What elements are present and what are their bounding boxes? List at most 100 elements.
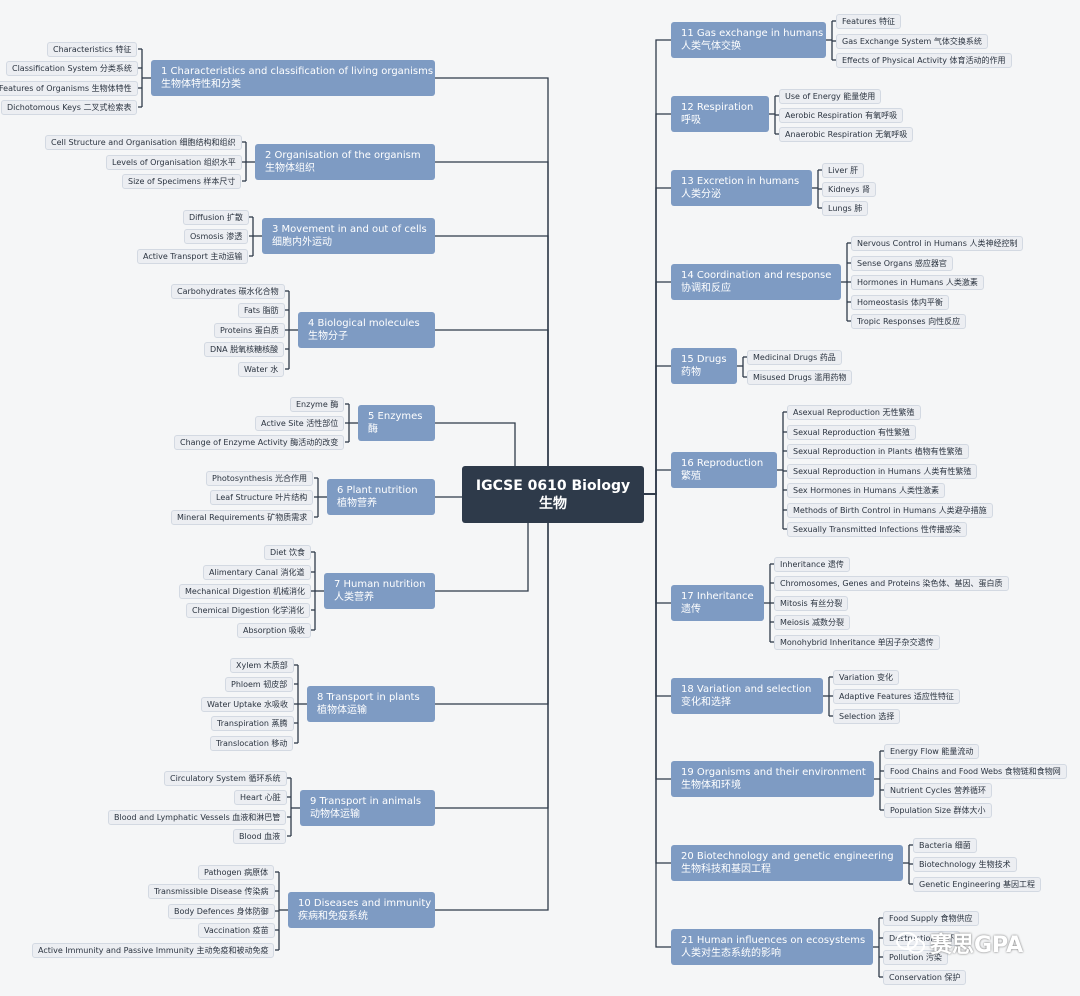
leaf-node[interactable]: Osmosis 渗透 bbox=[184, 228, 249, 244]
leaf-node[interactable]: Methods of Birth Control in Humans 人类避孕措… bbox=[787, 502, 993, 518]
leaf-node[interactable]: Sexual Reproduction 有性繁殖 bbox=[787, 424, 916, 440]
leaf-node[interactable]: Liver 肝 bbox=[822, 162, 865, 178]
leaf-node[interactable]: Photosynthesis 光合作用 bbox=[206, 470, 314, 486]
leaf-node[interactable]: Vaccination 疫苗 bbox=[198, 922, 275, 938]
leaf-node[interactable]: Blood and Lymphatic Vessels 血液和淋巴管 bbox=[108, 809, 287, 825]
leaf-node[interactable]: Effects of Physical Activity 体育活动的作用 bbox=[836, 52, 1012, 68]
leaf-node[interactable]: Adaptive Features 适应性特征 bbox=[833, 688, 960, 704]
leaf-node[interactable]: Sexual Reproduction in Humans 人类有性繁殖 bbox=[787, 463, 978, 479]
leaf-node[interactable]: Mitosis 有丝分裂 bbox=[774, 595, 849, 611]
leaf-node[interactable]: Energy Flow 能量流动 bbox=[884, 743, 980, 759]
leaf-node[interactable]: Genetic Engineering 基因工程 bbox=[913, 876, 1041, 892]
leaf-node[interactable]: Sex Hormones in Humans 人类性激素 bbox=[787, 482, 945, 498]
leaf-node[interactable]: Bacteria 细菌 bbox=[913, 837, 977, 853]
leaf-node[interactable]: Body Defences 身体防御 bbox=[168, 903, 275, 919]
leaf-node[interactable]: Sense Organs 感应器官 bbox=[851, 255, 953, 271]
leaf-node[interactable]: Meiosis 减数分裂 bbox=[774, 614, 851, 630]
leaf-node[interactable]: Translocation 移动 bbox=[210, 735, 294, 751]
leaf-node[interactable]: Monohybrid Inheritance 单因子杂交遗传 bbox=[774, 634, 940, 650]
leaf-node[interactable]: Conservation 保护 bbox=[883, 969, 967, 985]
leaf-node[interactable]: Enzyme 酶 bbox=[290, 396, 345, 412]
leaf-node[interactable]: Transpiration 蒸腾 bbox=[211, 715, 294, 731]
leaf-node[interactable]: Mineral Requirements 矿物质需求 bbox=[171, 509, 314, 525]
leaf-node[interactable]: Sexual Reproduction in Plants 植物有性繁殖 bbox=[787, 443, 969, 459]
leaf-node[interactable]: Biotechnology 生物技术 bbox=[913, 856, 1017, 872]
leaf-node[interactable]: Misused Drugs 滥用药物 bbox=[747, 369, 853, 385]
leaf-node[interactable]: Leaf Structure 叶片结构 bbox=[210, 489, 314, 505]
leaf-node[interactable]: Blood 血液 bbox=[233, 828, 287, 844]
leaf-node[interactable]: Use of Energy 能量使用 bbox=[779, 88, 882, 104]
leaf-node[interactable]: Cell Structure and Organisation 细胞结构和组织 bbox=[45, 134, 242, 150]
topic-node[interactable]: 1 Characteristics and classification of … bbox=[151, 60, 435, 96]
leaf-node[interactable]: Inheritance 遗传 bbox=[774, 556, 850, 572]
leaf-node[interactable]: Food Chains and Food Webs 食物链和食物网 bbox=[884, 763, 1067, 779]
root-node[interactable]: IGCSE 0610 Biology 生物 bbox=[462, 466, 644, 523]
leaf-node[interactable]: Pathogen 病原体 bbox=[198, 864, 275, 880]
leaf-node[interactable]: Proteins 蛋白质 bbox=[214, 322, 285, 338]
leaf-node[interactable]: Chemical Digestion 化学消化 bbox=[186, 602, 311, 618]
leaf-node[interactable]: Diffusion 扩散 bbox=[183, 209, 249, 225]
leaf-node[interactable]: Lungs 肺 bbox=[822, 200, 869, 216]
topic-node[interactable]: 20 Biotechnology and genetic engineering… bbox=[671, 845, 903, 881]
leaf-node[interactable]: Hormones in Humans 人类激素 bbox=[851, 274, 984, 290]
leaf-node[interactable]: Absorption 吸收 bbox=[237, 622, 311, 638]
leaf-node[interactable]: Change of Enzyme Activity 酶活动的改变 bbox=[174, 434, 345, 450]
leaf-node[interactable]: Tropic Responses 向性反应 bbox=[851, 313, 967, 329]
leaf-node[interactable]: Alimentary Canal 消化道 bbox=[203, 564, 311, 580]
leaf-node[interactable]: Aerobic Respiration 有氧呼吸 bbox=[779, 107, 904, 123]
leaf-node[interactable]: Xylem 木质部 bbox=[230, 657, 294, 673]
leaf-node[interactable]: Phloem 韧皮部 bbox=[225, 676, 294, 692]
leaf-node[interactable]: Water Uptake 水吸收 bbox=[201, 696, 294, 712]
leaf-node[interactable]: Levels of Organisation 组织水平 bbox=[106, 154, 242, 170]
leaf-node[interactable]: DNA 脱氧核糖核酸 bbox=[204, 341, 285, 357]
leaf-node[interactable]: Sexually Transmitted Infections 性传播感染 bbox=[787, 521, 967, 537]
leaf-node[interactable]: Chromosomes, Genes and Proteins 染色体、基因、蛋… bbox=[774, 575, 1009, 591]
leaf-node[interactable]: Features of Organisms 生物体特性 bbox=[0, 80, 138, 96]
leaf-node[interactable]: Water 水 bbox=[238, 361, 285, 377]
leaf-node[interactable]: Dichotomous Keys 二叉式检索表 bbox=[1, 99, 138, 115]
leaf-node[interactable]: Population Size 群体大小 bbox=[884, 802, 992, 818]
leaf-node[interactable]: Active Site 活性部位 bbox=[255, 415, 345, 431]
leaf-node[interactable]: Medicinal Drugs 药品 bbox=[747, 349, 842, 365]
leaf-node[interactable]: Active Immunity and Passive Immunity 主动免… bbox=[32, 942, 275, 958]
leaf-node[interactable]: Heart 心脏 bbox=[234, 789, 287, 805]
leaf-node[interactable]: Circulatory System 循环系统 bbox=[164, 770, 287, 786]
leaf-node[interactable]: Gas Exchange System 气体交换系统 bbox=[836, 33, 988, 49]
leaf-node[interactable]: Asexual Reproduction 无性繁殖 bbox=[787, 404, 921, 420]
leaf-node[interactable]: Active Transport 主动运输 bbox=[137, 248, 249, 264]
leaf-node[interactable]: Transmissible Disease 传染病 bbox=[148, 883, 275, 899]
leaf-node[interactable]: Classification System 分类系统 bbox=[6, 60, 138, 76]
leaf-node[interactable]: Diet 饮食 bbox=[264, 544, 311, 560]
leaf-node[interactable]: Nutrient Cycles 营养循环 bbox=[884, 782, 992, 798]
leaf-node[interactable]: Nervous Control in Humans 人类神经控制 bbox=[851, 235, 1024, 251]
leaf-node[interactable]: Variation 变化 bbox=[833, 669, 900, 685]
leaf-node[interactable]: Kidneys 肾 bbox=[822, 181, 876, 197]
leaf-node[interactable]: Size of Specimens 样本尺寸 bbox=[122, 173, 242, 189]
leaf-node[interactable]: Food Supply 食物供应 bbox=[883, 910, 979, 926]
leaf-node[interactable]: Selection 选择 bbox=[833, 708, 901, 724]
leaf-node[interactable]: Fats 脂肪 bbox=[238, 302, 285, 318]
leaf-node[interactable]: Homeostasis 体内平衡 bbox=[851, 294, 949, 310]
leaf-node[interactable]: Mechanical Digestion 机械消化 bbox=[179, 583, 311, 599]
leaf-node[interactable]: Pollution 污染 bbox=[883, 949, 948, 965]
leaf-node[interactable]: Anaerobic Respiration 无氧呼吸 bbox=[779, 126, 914, 142]
leaf-node[interactable]: Carbohydrates 碳水化合物 bbox=[171, 283, 285, 299]
